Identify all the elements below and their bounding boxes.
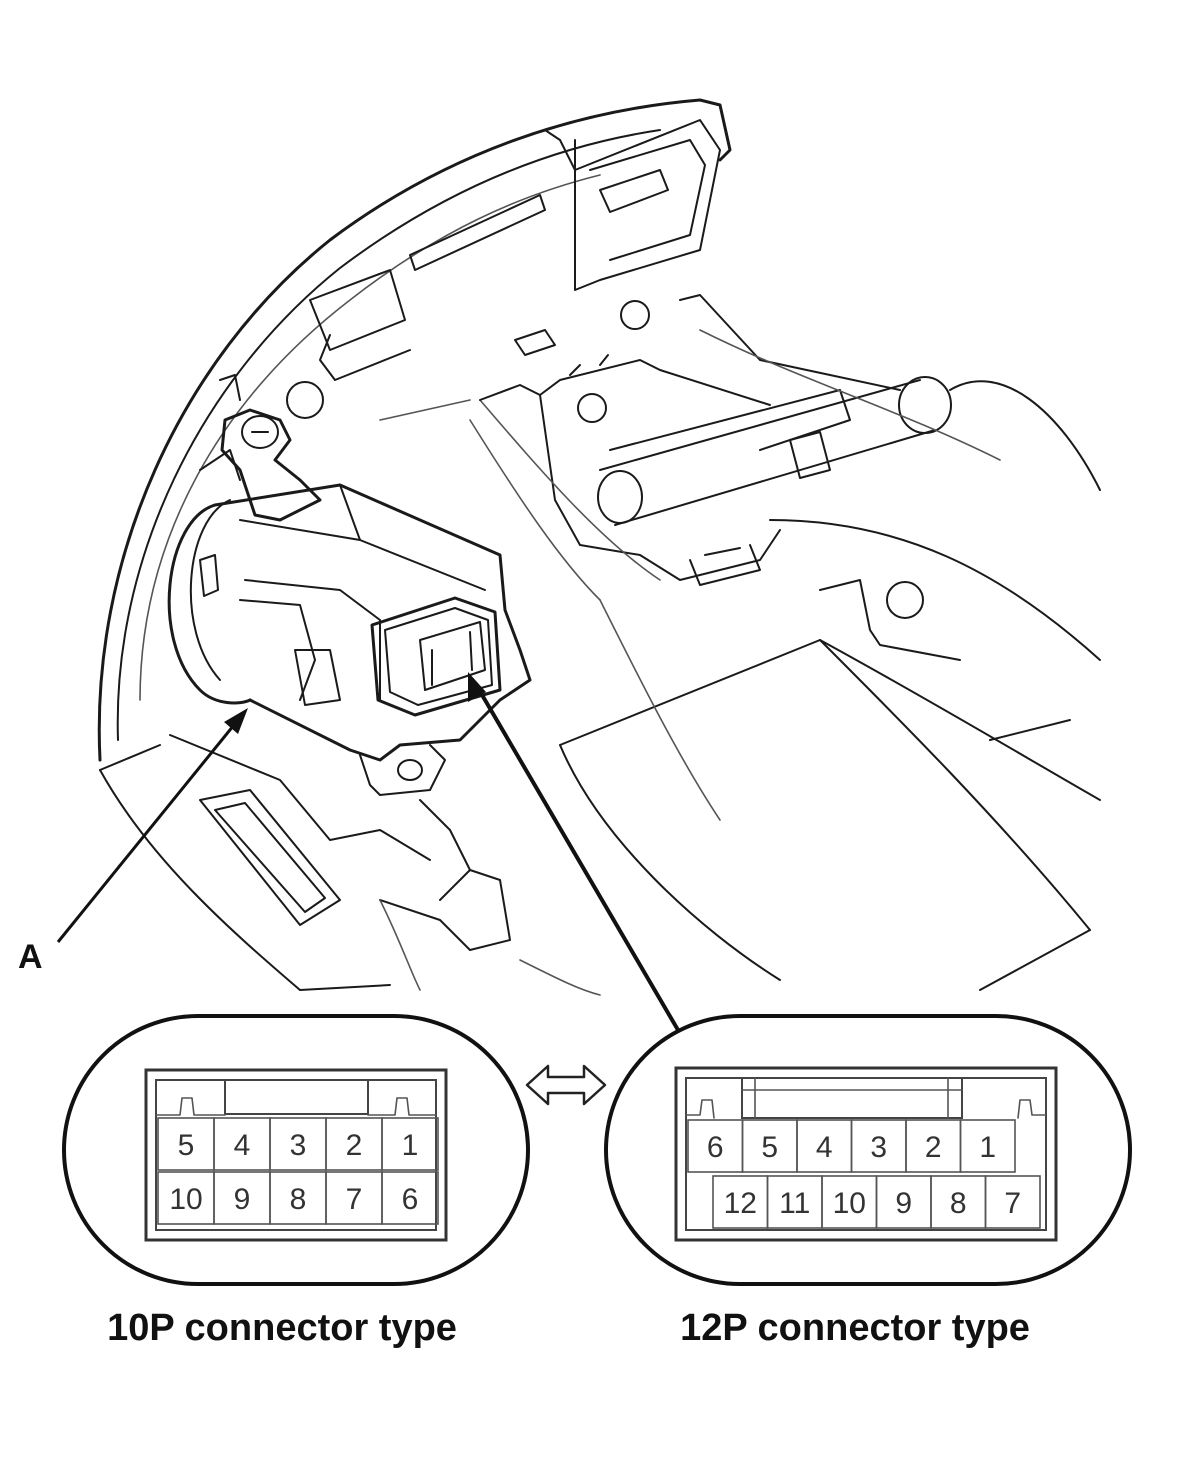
pin-number: 11	[779, 1187, 810, 1220]
connector-12p-housing	[674, 1066, 1058, 1242]
connector-10p-latch	[224, 1079, 369, 1115]
pin-number: 1	[402, 1129, 419, 1162]
pin-cell	[959, 1119, 1016, 1173]
pin-number: 12	[724, 1187, 757, 1220]
pin-number: 5	[761, 1131, 778, 1164]
pin-number: 2	[346, 1129, 363, 1162]
pin-cell	[381, 1117, 439, 1171]
pin-number: 7	[1004, 1187, 1021, 1220]
callout-a-leader	[56, 719, 240, 943]
pin-number: 6	[707, 1131, 724, 1164]
connector-10p-caption: 10P connector type	[107, 1307, 457, 1349]
pin-number: 4	[234, 1129, 251, 1162]
pin-number: 4	[816, 1131, 833, 1164]
connector-12p-latch	[741, 1077, 963, 1119]
connector-10p-housing	[144, 1068, 448, 1242]
column-cover-illustration	[97, 98, 1101, 996]
connector-leader	[476, 686, 680, 1032]
pin-number: 2	[925, 1131, 942, 1164]
pin-number: 3	[290, 1129, 307, 1162]
connector-12p-view: 6 5 4 3 2 1 12 11 10 9 8 7 12P connector type	[604, 1014, 1132, 1349]
pin-number: 8	[950, 1187, 967, 1220]
connector-10p-view: 5 4 3 2 1 10 9 8 7 6 10P connector type	[62, 1014, 530, 1349]
pin-number: 9	[234, 1183, 251, 1216]
connector-10p-pin-grid: 5 4 3 2 1 10 9 8 7 6	[157, 1117, 439, 1225]
pin-number: 1	[979, 1131, 996, 1164]
pin-number: 3	[870, 1131, 887, 1164]
callout-label-a: A	[18, 938, 43, 976]
pin-number: 8	[290, 1183, 307, 1216]
connector-12p-caption: 12P connector type	[680, 1307, 1030, 1349]
pin-number: 6	[402, 1183, 419, 1216]
connector-leader-arrowhead	[468, 672, 486, 702]
callout-a-arrowhead	[224, 708, 248, 734]
pin-number: 9	[895, 1187, 912, 1220]
pin-number: 10	[833, 1187, 866, 1220]
pin-cell	[984, 1175, 1041, 1229]
pin-cell	[381, 1171, 439, 1225]
callout-arrows	[56, 672, 680, 1032]
pin-number: 7	[346, 1183, 363, 1216]
interchange-double-arrow-icon	[525, 1064, 607, 1106]
pin-number: 5	[178, 1129, 195, 1162]
pin-number: 10	[169, 1183, 202, 1216]
combination-switch-body	[167, 408, 532, 796]
connector-12p-pin-grid: 6 5 4 3 2 1 12 11 10 9 8 7	[687, 1119, 1041, 1229]
